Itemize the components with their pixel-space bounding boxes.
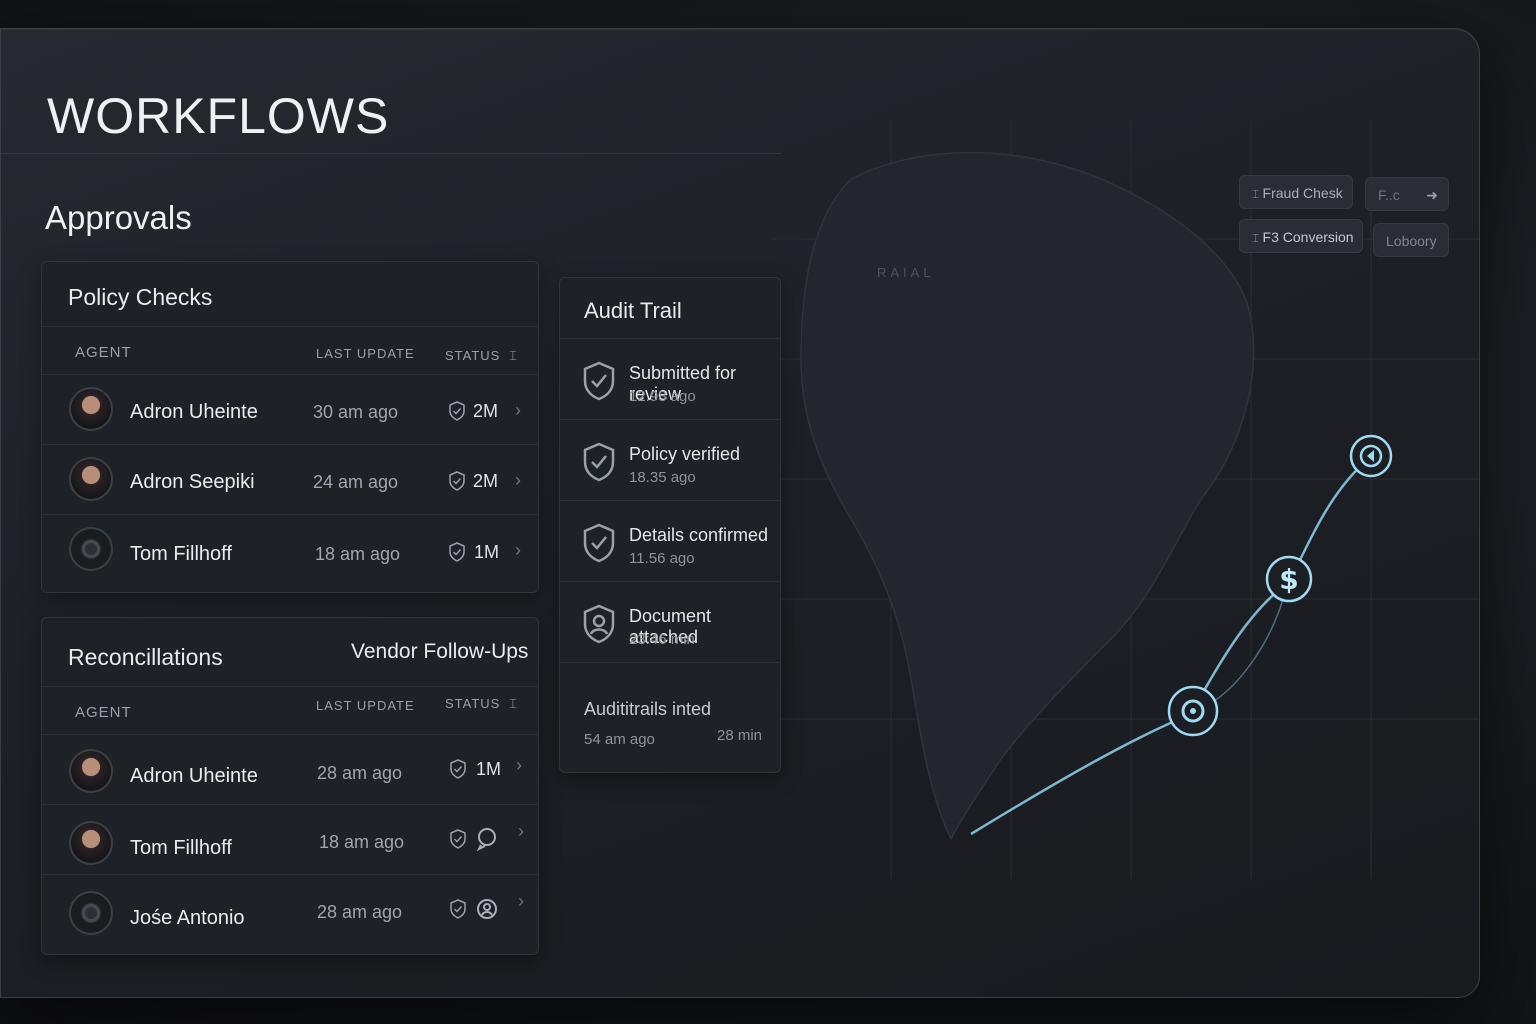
audit-title: Details confirmed	[629, 525, 769, 545]
map-panel[interactable]: RAIAL $	[771, 119, 1479, 879]
agent-name: Tom Fillhoff	[130, 543, 232, 565]
status-value: 2M	[473, 401, 499, 421]
reconciliations-card: Reconcillations Vendor Follow-Ups AGENT …	[41, 617, 539, 955]
status-value: 1M	[476, 759, 502, 779]
avatar	[69, 387, 113, 431]
shield-check-icon	[583, 442, 615, 482]
avatar	[69, 527, 113, 571]
shield-check-icon	[583, 361, 615, 401]
audit-footer[interactable]: Audititrails inted 54 am ago 28 min	[560, 662, 780, 773]
shield-check-icon	[450, 829, 466, 849]
chevron-right-icon[interactable]: ›	[515, 540, 521, 560]
audit-time: 18.35 ago	[629, 469, 696, 486]
column-status[interactable]: STATUS ⌶	[445, 348, 518, 363]
last-update: 28 am ago	[317, 902, 403, 922]
audit-item[interactable]: Submitted for review 12.98 ago	[560, 338, 780, 420]
filter-icon: ⌶	[1252, 187, 1263, 201]
chevron-right-icon[interactable]: ›	[515, 470, 521, 490]
dollar-node-icon[interactable]: $	[1265, 555, 1313, 603]
continent-shape	[800, 151, 1255, 841]
policy-checks-card: Policy Checks AGENT LAST UPDATE STATUS ⌶…	[41, 261, 539, 593]
route-line	[970, 456, 1372, 836]
table-row[interactable]: Adron Uheinte 28 am ago 1M ›	[42, 734, 538, 805]
card-title: Policy Checks	[68, 284, 213, 310]
table-row[interactable]: Tom Fillhoff 18 am ago ›	[42, 804, 538, 875]
audit-time: 11.56 ago	[629, 550, 695, 567]
status-value: 2M	[473, 471, 499, 491]
shield-check-icon	[449, 542, 465, 562]
audit-item[interactable]: Details confirmed 11.56 ago	[560, 500, 780, 582]
at-sign-node-icon[interactable]	[1167, 685, 1219, 737]
chip-loboory[interactable]: Loboory	[1373, 223, 1449, 257]
avatar	[69, 821, 113, 865]
agent-name: Adron Uheinte	[130, 401, 258, 423]
card-title: Audit Trail	[584, 298, 682, 323]
last-update: 24 am ago	[313, 472, 399, 492]
chevron-right-icon[interactable]: ›	[518, 891, 524, 911]
audit-time: 12.98 ago	[629, 388, 696, 405]
chip-f-c[interactable]: F..c ➜	[1365, 177, 1449, 211]
column-agent[interactable]: AGENT	[75, 344, 132, 361]
column-status[interactable]: STATUS ⌶	[445, 696, 518, 711]
card-title: Reconcillations	[68, 644, 223, 670]
audit-item[interactable]: Policy verified 18.35 ago	[560, 419, 780, 501]
chevron-right-icon[interactable]: ›	[518, 821, 524, 841]
table-row[interactable]: Jośe Antonio 28 am ago ›	[42, 874, 538, 945]
map-label: RAIAL	[877, 265, 935, 280]
divider	[42, 326, 538, 327]
arrow-right-icon: ➜	[1426, 187, 1438, 203]
table-row[interactable]: Adron Uheinte 30 am ago 2M ›	[42, 374, 538, 445]
table-row[interactable]: Tom Fillhoff 18 am ago 1M ›	[42, 514, 538, 585]
audit-footer-time-left: 54 am ago	[584, 731, 655, 748]
chat-icon	[476, 828, 496, 851]
chip-f3-conversion[interactable]: ⌶ F3 Conversion	[1239, 219, 1363, 253]
shield-check-icon	[583, 523, 615, 563]
audit-title: Document attached	[629, 606, 712, 647]
table-row[interactable]: Adron Seepiki 24 am ago 2M ›	[42, 444, 538, 515]
filter-icon: ⌶	[1252, 231, 1263, 245]
agent-name: Adron Uheinte	[130, 765, 258, 787]
page-title: WORKFLOWS	[47, 88, 390, 144]
status-value: 1M	[474, 542, 500, 562]
audit-footer-time-right: 28 min	[717, 727, 763, 744]
audit-trail-card: Audit Trail Submitted for review 12.98 a…	[559, 277, 781, 773]
last-update: 28 am ago	[317, 763, 403, 783]
sort-icon[interactable]: ⌶	[508, 696, 518, 711]
agent-name: Tom Fillhoff	[130, 837, 232, 859]
last-update: 30 am ago	[313, 402, 399, 422]
audit-item[interactable]: Document attached 23:46 min	[560, 581, 780, 663]
last-update: 18 am ago	[315, 544, 401, 564]
workflow-screen: RAIAL $ ⌶ Fraud Chesk F..c ➜ ⌶ F3 Conver…	[0, 28, 1480, 998]
column-last-update[interactable]: LAST UPDATE	[316, 698, 415, 713]
avatar	[69, 749, 113, 793]
agent-name: Jośe Antonio	[130, 907, 245, 929]
audit-title: Policy verified	[629, 444, 741, 464]
avatar	[69, 891, 113, 935]
avatar	[69, 457, 113, 501]
arrow-node-icon[interactable]	[1349, 434, 1393, 478]
audit-time: 23:46 min	[629, 631, 695, 648]
shield-check-icon	[450, 759, 466, 779]
audit-footer-title: Audititrails inted	[584, 699, 712, 719]
shield-check-icon	[449, 401, 465, 421]
agent-name: Adron Seepiki	[130, 471, 255, 493]
column-last-update[interactable]: LAST UPDATE	[316, 346, 415, 361]
user-shield-icon	[583, 604, 615, 644]
route-line-secondary	[1200, 598, 1284, 710]
tab-vendor-follow-ups[interactable]: Vendor Follow-Ups	[351, 640, 529, 663]
shield-check-icon	[449, 471, 465, 491]
sort-icon[interactable]: ⌶	[508, 348, 518, 363]
column-agent[interactable]: AGENT	[75, 704, 132, 721]
audit-title: Submitted for review	[629, 363, 737, 404]
last-update: 18 am ago	[319, 832, 405, 852]
chevron-right-icon[interactable]: ›	[515, 400, 521, 420]
title-divider	[1, 153, 781, 154]
svg-text:$: $	[1279, 563, 1298, 596]
chevron-right-icon[interactable]: ›	[516, 755, 522, 775]
shield-check-icon	[450, 899, 466, 919]
chip-fraud-check[interactable]: ⌶ Fraud Chesk	[1239, 175, 1353, 209]
divider	[42, 686, 538, 687]
user-icon	[477, 899, 497, 919]
section-title: Approvals	[45, 199, 192, 236]
